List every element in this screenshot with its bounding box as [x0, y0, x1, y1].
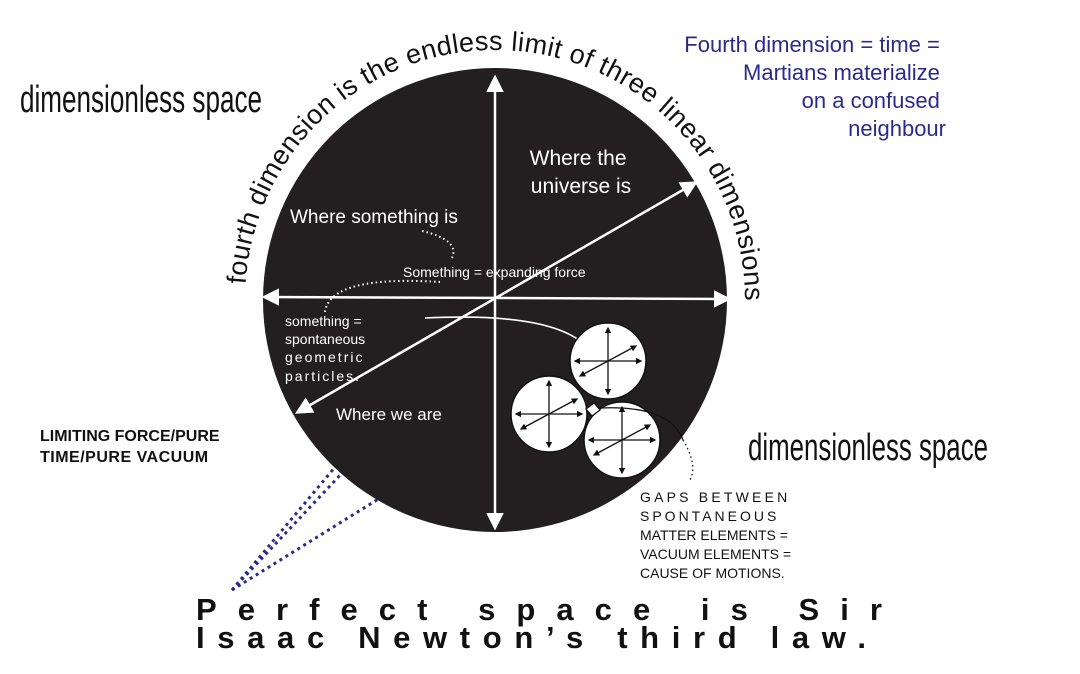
- where-we-are-label: Where we are: [336, 405, 442, 424]
- something-particles-label: something = spontaneous geometric partic…: [285, 313, 369, 384]
- particle-bottom: [583, 401, 661, 479]
- particle-left: [510, 375, 588, 453]
- particle-circles: [510, 322, 694, 481]
- where-universe-label: Where the universe is: [530, 147, 633, 198]
- particle-top: [569, 322, 647, 400]
- gap-marker: [585, 402, 601, 417]
- main-axes: [261, 74, 732, 531]
- something-expanding-label: Something = expanding force: [403, 264, 586, 280]
- inner-connectors: [324, 230, 586, 346]
- where-something-label: Where something is: [290, 207, 458, 228]
- dimensionless-space-top-left: dimensionless space: [20, 79, 262, 121]
- gaps-note: GAPS BETWEEN SPONTANEOUS MATTER ELEMENTS…: [640, 489, 795, 581]
- dimensionless-space-right: dimensionless space: [748, 427, 988, 469]
- diagonal-axis: [294, 181, 699, 414]
- fourth-dimension-note: Fourth dimension = time = Martians mater…: [684, 32, 946, 141]
- limiting-force-label: LIMITING FORCE/PURE TIME/PURE VACUUM: [40, 428, 224, 466]
- bottom-caption: Perfect space is Sir Isaac Newton’s thir…: [196, 592, 912, 655]
